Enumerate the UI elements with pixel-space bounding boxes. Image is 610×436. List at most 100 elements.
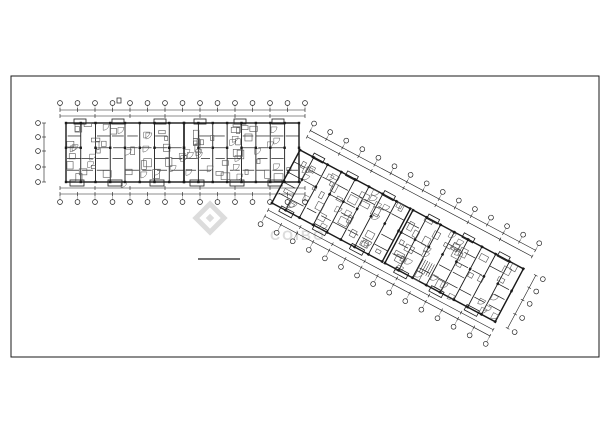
fixture-outline: [199, 139, 204, 146]
stair-tread: [425, 263, 433, 276]
grid-bubble: [249, 100, 256, 106]
fixture-outline: [78, 168, 88, 176]
dimension-tick: [402, 186, 405, 190]
room-divider: [410, 249, 422, 256]
structural-column: [314, 185, 318, 189]
balcony: [496, 251, 511, 263]
structural-column: [300, 177, 304, 182]
structural-column: [496, 282, 500, 286]
stair-tread: [423, 262, 431, 275]
structural-column: [211, 121, 214, 125]
room-divider: [340, 212, 353, 219]
door-swing: [180, 155, 188, 162]
fixture-outline: [496, 276, 506, 284]
structural-column: [94, 180, 97, 184]
grid-bubble: [533, 288, 539, 295]
grid-bubble: [197, 100, 203, 106]
fixture-outline: [215, 171, 224, 176]
door-swing: [395, 264, 404, 272]
grid-bubble: [284, 100, 291, 106]
fixture-outline: [317, 191, 325, 200]
balcony: [233, 118, 247, 125]
grid-bubble: [338, 264, 344, 270]
balcony: [153, 118, 167, 125]
balcony: [426, 213, 441, 225]
grid-bubble: [504, 223, 510, 229]
grid-bubble: [439, 189, 446, 195]
grid-bubble: [386, 289, 392, 296]
structural-column: [269, 180, 272, 184]
fixture-outline: [412, 270, 424, 282]
door-swing: [333, 205, 343, 213]
structural-column: [327, 192, 332, 196]
grid-bubble: [74, 100, 81, 106]
balcony: [463, 303, 480, 317]
grid-bubble: [434, 315, 441, 321]
door-swing: [446, 292, 456, 300]
structural-column: [64, 180, 68, 184]
structural-column: [325, 163, 330, 167]
door-swing: [234, 155, 242, 162]
grid-bubble: [232, 199, 238, 205]
door-swing: [482, 304, 492, 312]
partition-wall: [354, 193, 384, 248]
partition-wall: [381, 208, 411, 262]
door-swing: [102, 124, 110, 131]
stair-tread: [418, 259, 426, 273]
fixture-outline: [411, 229, 420, 239]
door-swing: [421, 250, 430, 257]
fixture-outline: [101, 140, 107, 147]
grid-bubble: [109, 199, 116, 205]
fixture-outline: [358, 191, 371, 202]
structural-column: [468, 267, 472, 271]
fixture-outline: [406, 220, 416, 232]
partition-wall: [453, 246, 483, 300]
room-divider: [381, 233, 394, 241]
structural-column: [369, 214, 373, 218]
sheet-border: [10, 75, 600, 358]
door-swing: [343, 209, 353, 217]
dimension-tick: [513, 312, 517, 316]
structural-column: [341, 199, 345, 204]
fixture-outline: [476, 274, 485, 283]
dimension-tick: [492, 327, 495, 332]
grid-bubble: [127, 100, 133, 106]
fixture-outline: [96, 147, 101, 154]
grid-bubble: [35, 120, 41, 126]
grid-bubble: [127, 199, 133, 205]
grid-bubble: [407, 172, 414, 178]
structural-column: [440, 252, 445, 256]
dimension-tick: [505, 327, 510, 330]
door-swing: [422, 245, 432, 253]
structural-column: [283, 121, 286, 125]
grid-bubble: [249, 199, 256, 205]
fixture-outline: [102, 170, 112, 178]
balcony: [348, 242, 366, 256]
grid-bubble: [511, 329, 518, 335]
watermark-logo-icon: [192, 200, 228, 236]
dimension-tick: [266, 208, 270, 212]
structural-column: [297, 216, 302, 220]
room-divider: [438, 264, 451, 272]
grid-bubble: [257, 221, 264, 227]
dimension-tick: [427, 293, 431, 298]
partition-wall: [481, 261, 510, 315]
structural-column: [297, 180, 301, 184]
door-swing: [169, 165, 177, 172]
fixture-outline: [249, 125, 258, 132]
door-swing: [439, 281, 449, 288]
door-swing: [381, 203, 391, 211]
structural-column: [109, 146, 112, 149]
fixture-outline: [68, 153, 76, 160]
door-swing: [236, 173, 244, 181]
grid-bubble: [273, 229, 280, 236]
grid-bubble: [232, 100, 238, 106]
dimension-tick: [363, 259, 366, 264]
door-swing: [89, 153, 96, 161]
dimension-line: [267, 209, 494, 331]
room-divider: [293, 161, 306, 168]
grid-bubble: [391, 163, 398, 170]
structural-column: [297, 121, 301, 125]
